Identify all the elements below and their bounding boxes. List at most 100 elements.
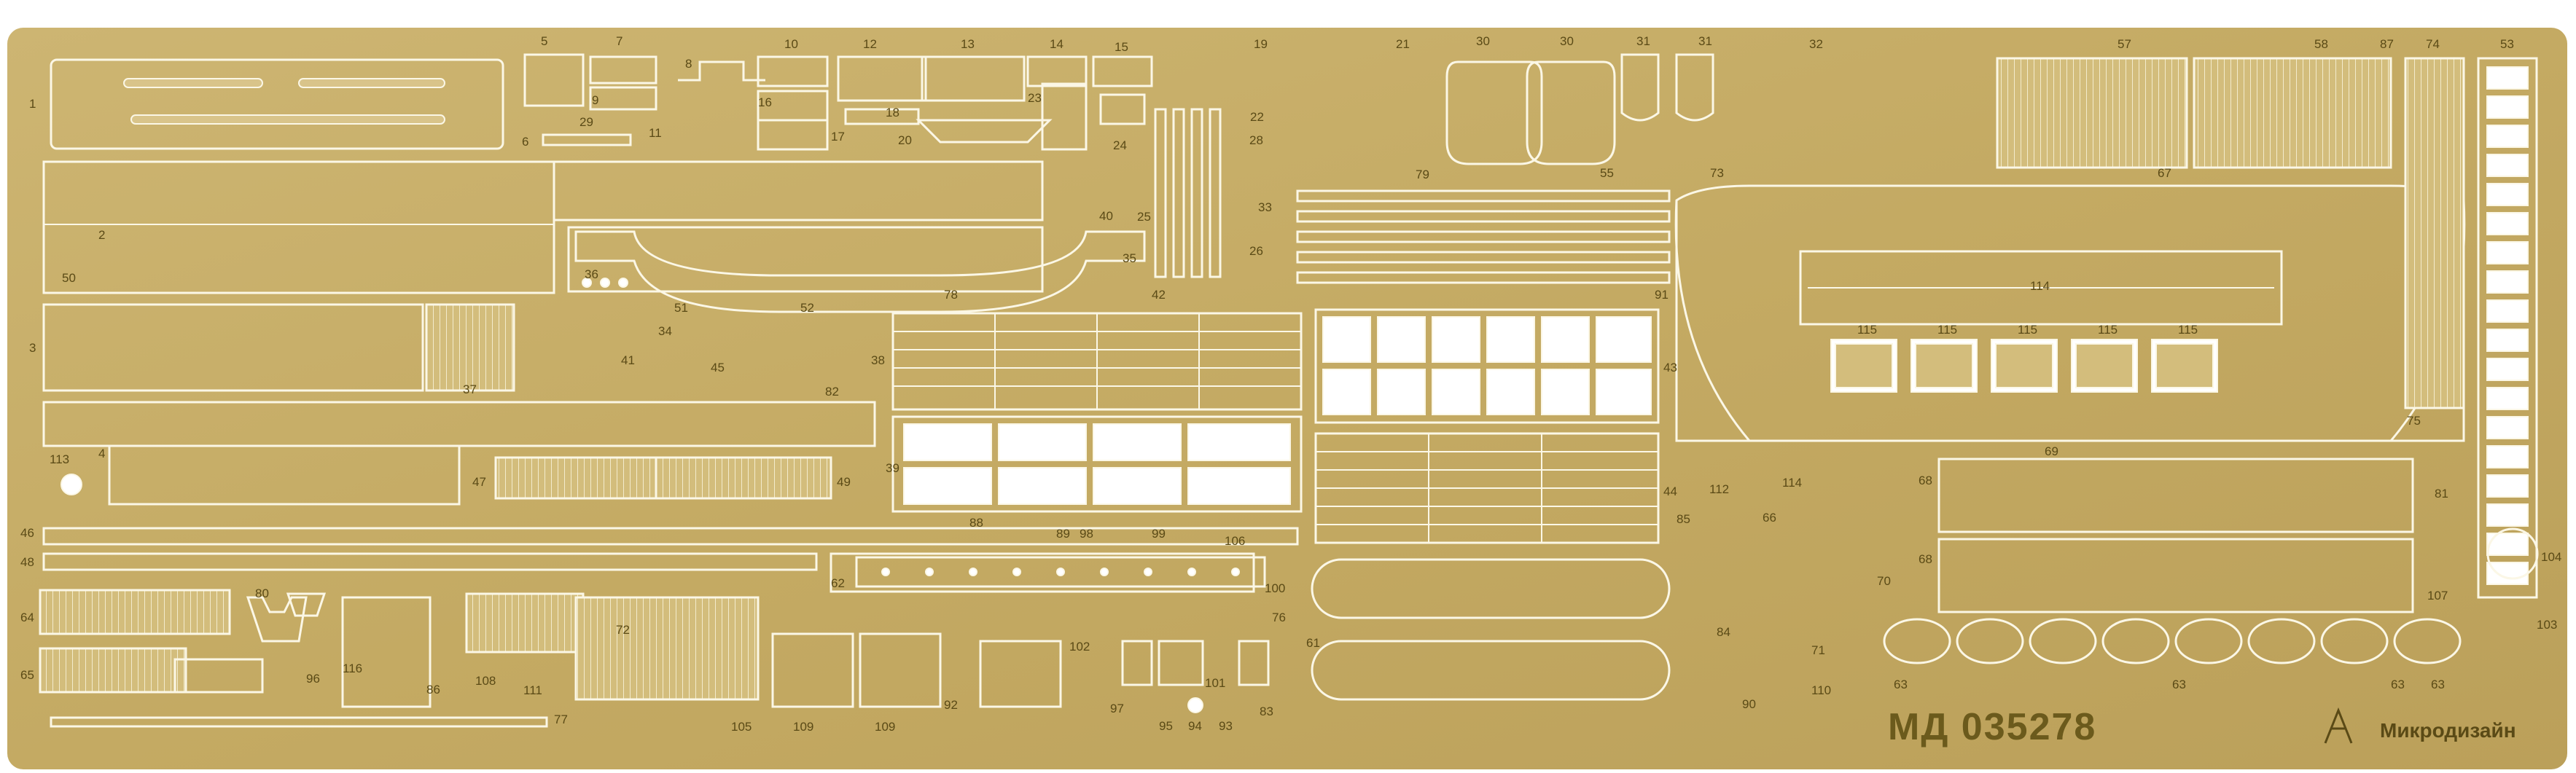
small-ring-113 <box>61 474 82 495</box>
part-number: 114 <box>1782 476 1802 490</box>
part-number: 58 <box>2314 37 2328 51</box>
part-number: 69 <box>2045 444 2058 458</box>
part-number: 98 <box>1080 527 1093 541</box>
part-number: 52 <box>800 301 814 315</box>
part-number: 21 <box>1396 37 1410 51</box>
part-number-labels: 1 2 3 4 5 6 7 8 9 10 11 12 13 14 15 16 1… <box>20 34 2561 734</box>
part-number: 84 <box>1717 625 1730 639</box>
part-number: 43 <box>1663 361 1677 374</box>
part-number: 32 <box>1809 37 1823 51</box>
part-number: 116 <box>343 662 362 675</box>
part-number: 67 <box>2158 166 2171 180</box>
brass-plate <box>7 28 2567 769</box>
part-number: 66 <box>1763 511 1776 525</box>
part-number: 82 <box>825 385 839 399</box>
part-number: 102 <box>1069 640 1090 654</box>
part-number: 19 <box>1254 37 1268 51</box>
grille-44 <box>1314 432 1660 544</box>
part-number: 71 <box>1811 643 1825 657</box>
part-number: 92 <box>944 698 958 712</box>
part-number: 115 <box>2178 323 2198 337</box>
part-number: 90 <box>1742 697 1756 711</box>
part-number: 51 <box>674 301 688 315</box>
part-number: 1 <box>29 97 36 111</box>
brand-name: Микродизайн <box>2380 719 2516 742</box>
part-number: 18 <box>886 106 899 119</box>
part-number: 28 <box>1249 133 1263 147</box>
part-number: 63 <box>2172 678 2186 691</box>
part-number: 2 <box>98 228 105 242</box>
part-number: 115 <box>1937 323 1957 337</box>
part-number: 8 <box>685 57 692 71</box>
rail-part-62 <box>855 556 1266 588</box>
part-number: 109 <box>875 720 895 734</box>
rounded-plate-upper <box>1311 558 1671 619</box>
part-number: 80 <box>255 586 269 600</box>
part-number: 44 <box>1663 484 1677 498</box>
part-number: 74 <box>2426 37 2440 51</box>
part-number: 11 <box>649 126 662 140</box>
slat-panel-74 <box>2404 57 2465 409</box>
part-number: 114 <box>2030 279 2050 293</box>
strip-part-3 <box>42 303 515 392</box>
part-number: 31 <box>1636 34 1650 48</box>
part-number: 115 <box>1857 323 1877 337</box>
part-number: 38 <box>871 353 885 367</box>
part-number: 89 <box>1056 527 1070 541</box>
part-number: 41 <box>621 353 635 367</box>
part-number: 40 <box>1099 209 1113 223</box>
part-number: 24 <box>1113 138 1127 152</box>
part-number: 49 <box>837 475 851 489</box>
slat-panel-57 <box>1996 57 2188 169</box>
part-number: 17 <box>831 130 845 144</box>
part-number: 6 <box>522 135 528 149</box>
part-number: 75 <box>2407 414 2421 428</box>
top-small-parts <box>523 53 1153 151</box>
part-number: 87 <box>2380 37 2394 51</box>
part-number: 62 <box>831 576 845 590</box>
part-number: 103 <box>2537 618 2557 632</box>
part-number: 45 <box>711 361 725 374</box>
part-number: 64 <box>20 611 34 624</box>
part-number: 113 <box>50 452 69 466</box>
part-number: 94 <box>1188 719 1202 733</box>
oval-parts-63 <box>1883 618 2462 664</box>
part-number: 5 <box>541 34 547 48</box>
part-number: 115 <box>2018 323 2037 337</box>
rails-33 <box>1296 189 1671 284</box>
lower-middle-parts <box>771 632 1270 713</box>
part-number: 63 <box>2391 678 2405 691</box>
part-number: 106 <box>1225 534 1245 548</box>
part-number: 101 <box>1205 676 1225 690</box>
part-number: 36 <box>585 267 598 281</box>
part-number: 68 <box>1919 474 1932 487</box>
part-number: 35 <box>1123 251 1136 265</box>
part-number: 95 <box>1159 719 1173 733</box>
part-number: 104 <box>2541 550 2561 564</box>
part-number: 3 <box>29 341 36 355</box>
part-number: 78 <box>944 288 958 302</box>
part-number: 81 <box>2435 487 2448 501</box>
product-code: МД 035278 <box>1888 706 2096 748</box>
part-number: 34 <box>658 324 672 338</box>
part-number: 61 <box>1306 636 1320 650</box>
strip-part-1 <box>50 58 504 150</box>
part-number: 77 <box>554 713 568 726</box>
long-rails-46-48 <box>42 527 1299 728</box>
part-number: 65 <box>20 668 34 682</box>
part-number: 108 <box>475 674 496 688</box>
part-number: 115 <box>2098 323 2118 337</box>
shield-parts-30 <box>1445 53 1714 165</box>
part-number: 20 <box>898 133 912 147</box>
rounded-plate-lower <box>1311 640 1671 701</box>
part-number: 55 <box>1600 166 1614 180</box>
curved-part-36 <box>574 230 1146 313</box>
part-number: 53 <box>2500 37 2514 51</box>
part-number: 48 <box>20 555 34 569</box>
part-number: 111 <box>523 683 542 697</box>
part-number: 33 <box>1258 200 1272 214</box>
part-number: 88 <box>969 516 983 530</box>
part-number: 105 <box>731 720 752 734</box>
plate-68-lower <box>1937 538 2414 613</box>
